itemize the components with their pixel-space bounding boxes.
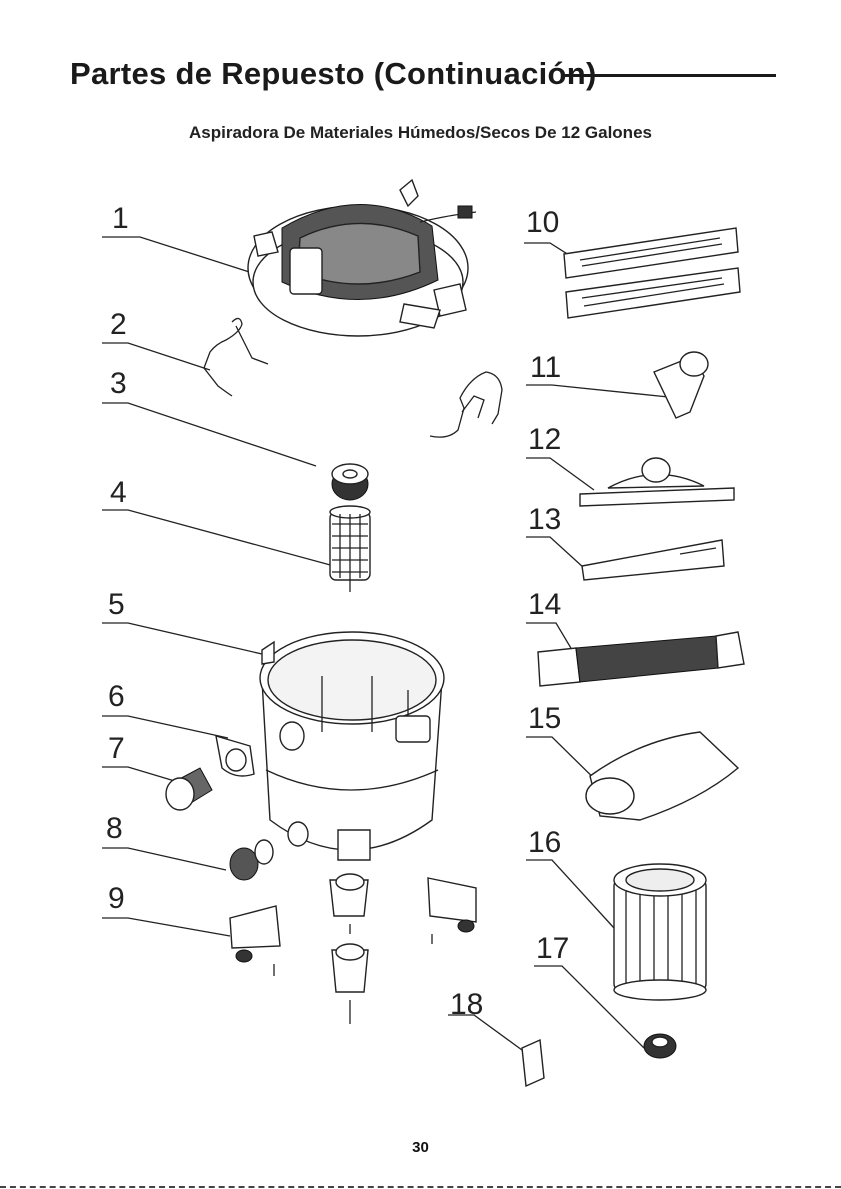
side-cover-part xyxy=(216,736,254,776)
car-nozzle-part xyxy=(654,352,708,418)
callout-number-16: 16 xyxy=(528,826,561,859)
cartridge-filter-part xyxy=(614,864,706,1000)
callout-number-1: 1 xyxy=(112,202,129,235)
powerhead-lid-part xyxy=(248,180,476,336)
caster-front-left-part xyxy=(230,906,280,976)
page-number: 30 xyxy=(0,1139,841,1156)
caster-right-part xyxy=(428,878,476,944)
float-ring-part xyxy=(332,464,368,500)
callout-number-6: 6 xyxy=(108,680,125,713)
handle-wire-right-part xyxy=(430,372,502,437)
callout-number-12: 12 xyxy=(528,423,561,456)
callout-number-5: 5 xyxy=(108,588,125,621)
caster-rear-center-part xyxy=(330,874,368,934)
callout-number-15: 15 xyxy=(528,702,561,735)
owner-manual-part xyxy=(522,1040,544,1086)
callout-number-7: 7 xyxy=(108,732,125,765)
callout-number-18: 18 xyxy=(450,988,483,1021)
callout-number-4: 4 xyxy=(110,476,127,509)
crevice-tool-part xyxy=(582,540,724,580)
callout-number-11: 11 xyxy=(530,351,561,384)
dust-bag-part xyxy=(586,732,738,820)
callout-number-14: 14 xyxy=(528,588,561,621)
extension-wand-part xyxy=(564,228,740,318)
callout-number-2: 2 xyxy=(110,308,127,341)
callout-number-8: 8 xyxy=(106,812,123,845)
hose-part xyxy=(538,632,744,686)
callout-number-10: 10 xyxy=(526,206,559,239)
callout-number-9: 9 xyxy=(108,882,125,915)
handle-wire-left-part xyxy=(204,318,268,396)
caster-front-center-part xyxy=(332,944,368,1024)
filter-nut-part xyxy=(644,1034,676,1058)
collection-drum-part xyxy=(260,632,444,860)
floor-nozzle-part xyxy=(580,458,734,506)
callout-number-17: 17 xyxy=(536,932,569,965)
callout-number-13: 13 xyxy=(528,503,561,536)
bottom-rule xyxy=(0,1186,841,1188)
callout-number-3: 3 xyxy=(110,367,127,400)
filter-cage-part xyxy=(330,506,370,592)
drain-cap-part xyxy=(230,840,273,880)
blower-port-part xyxy=(166,768,212,810)
